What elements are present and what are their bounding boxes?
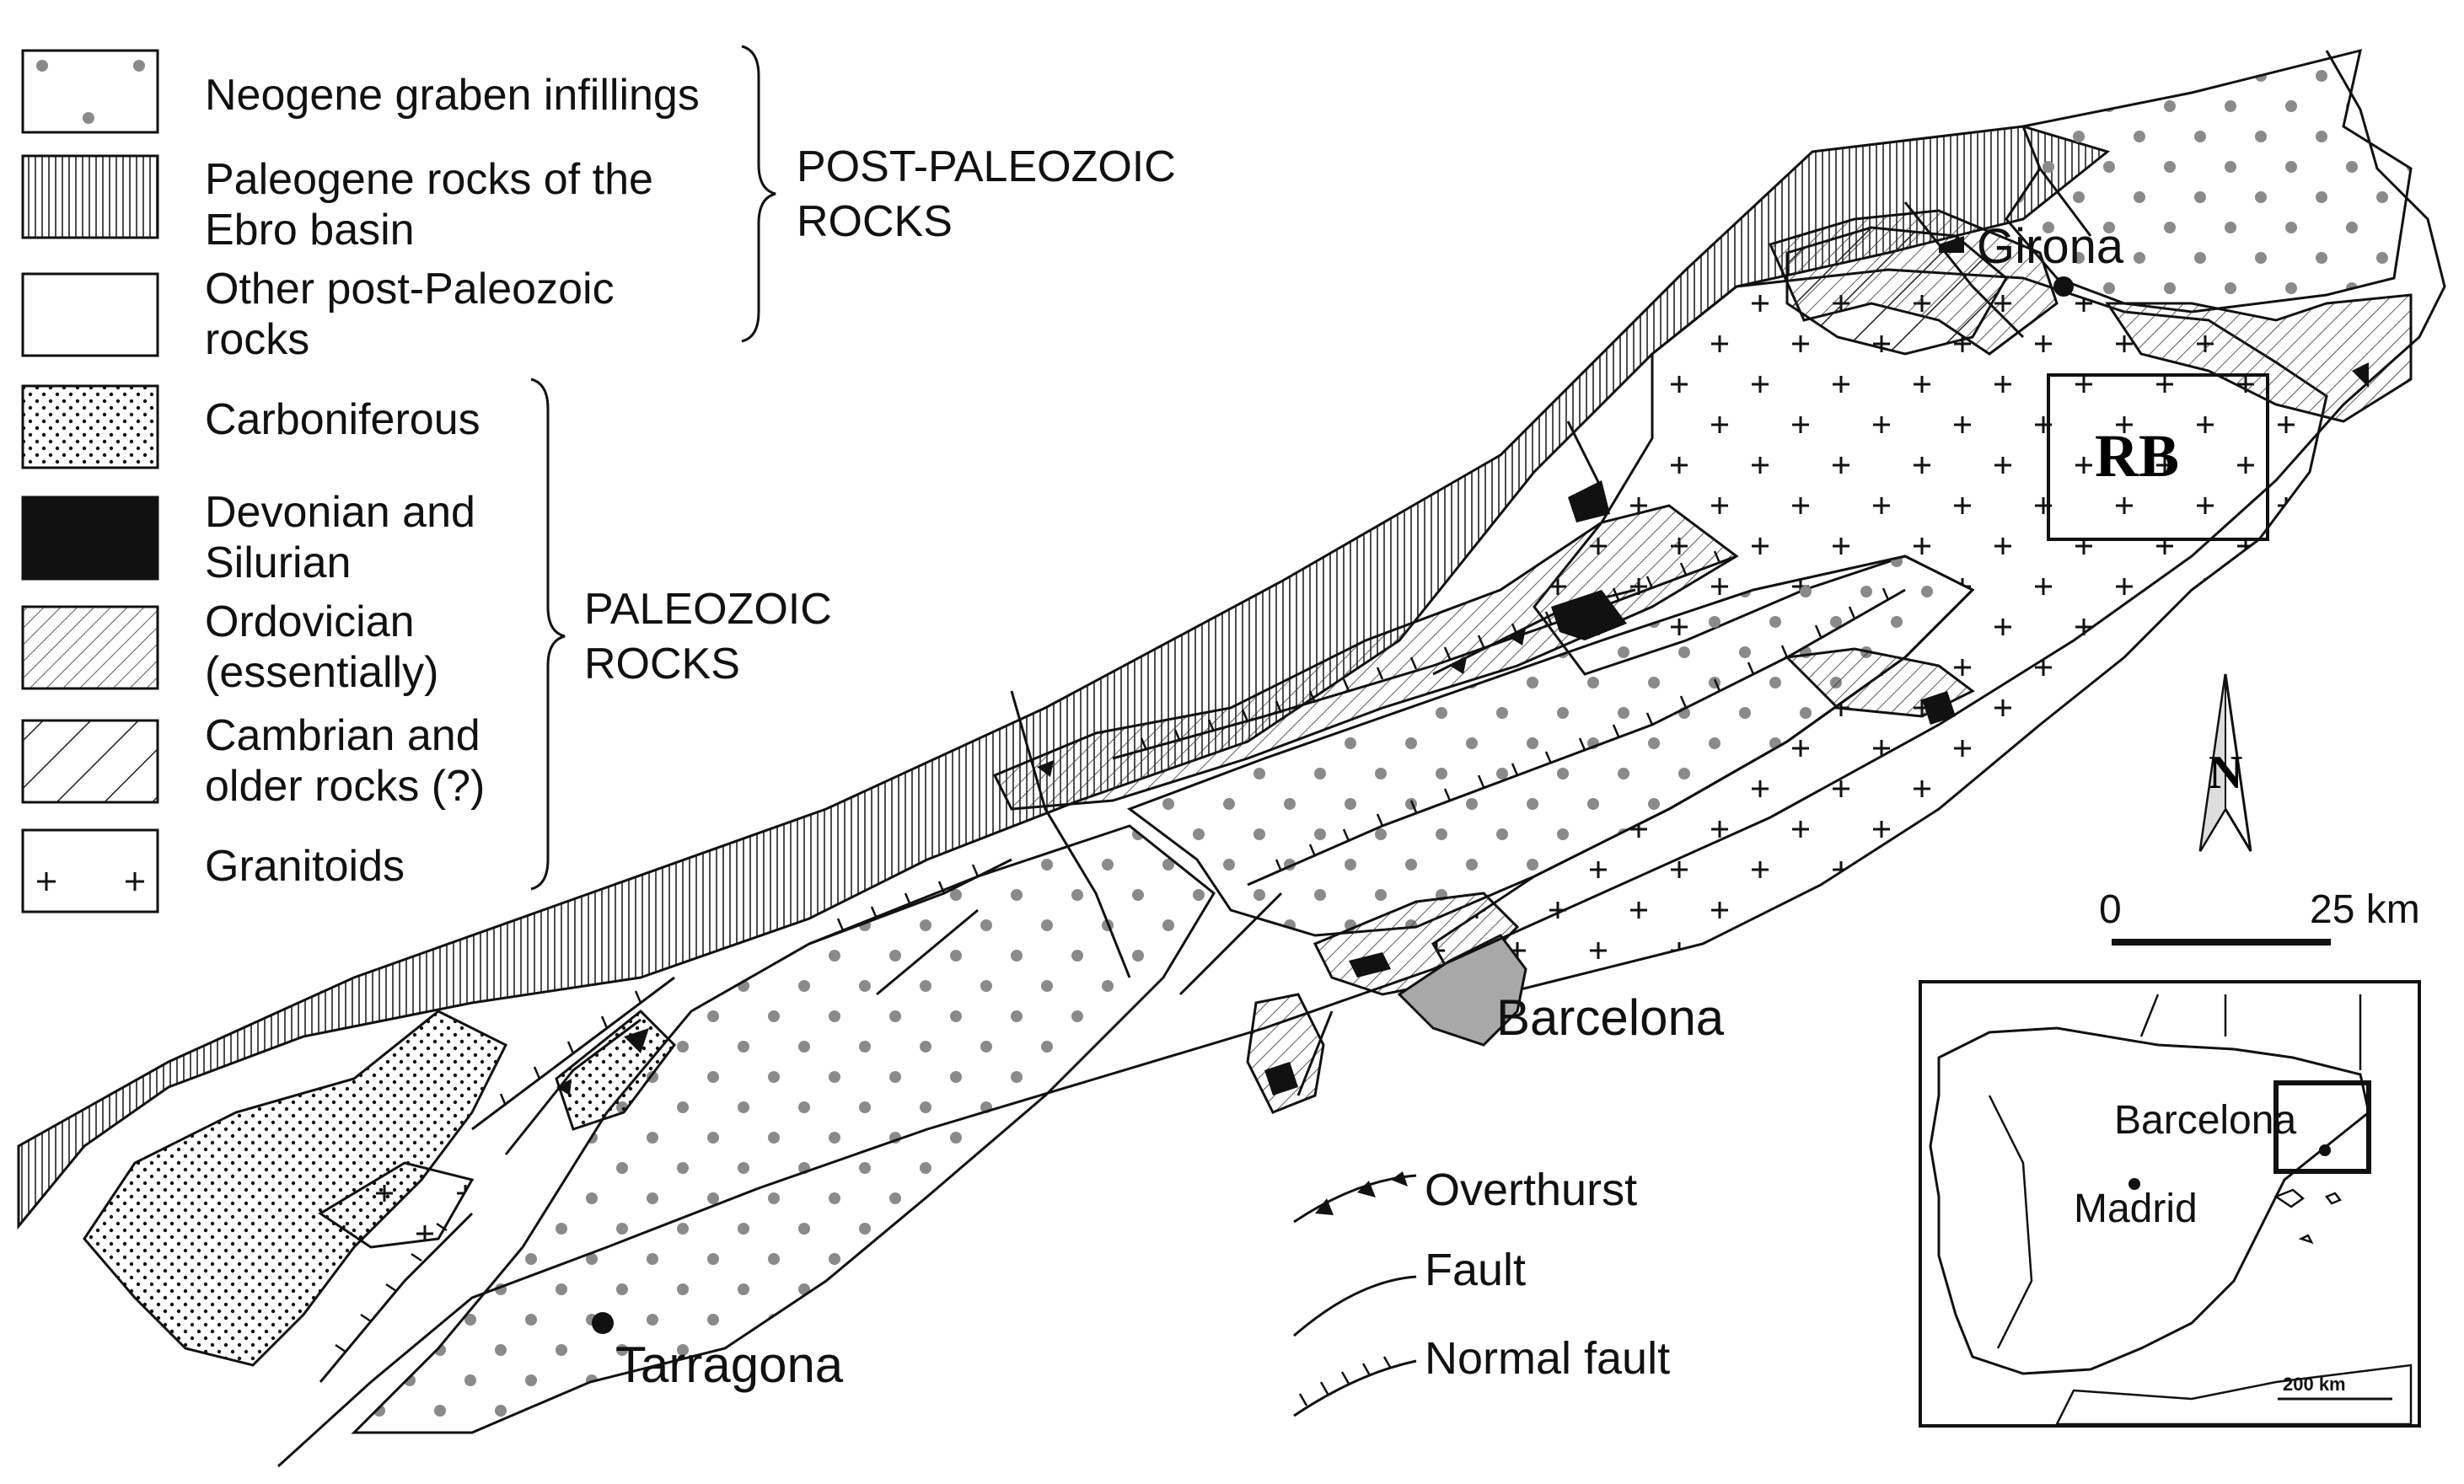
legend: Neogene graben infillings Paleogene rock… — [21, 45, 1176, 913]
inset-barcelona-label: Barcelona — [2114, 1098, 2296, 1143]
legend-granitoids: Granitoids — [205, 842, 405, 891]
legend-swatch-carboniferous — [21, 384, 159, 469]
inset-map: Barcelona Madrid 200 km — [1919, 980, 2421, 1428]
unit-neogene-penedes — [351, 824, 1216, 1434]
unit-neogene-emporda — [2005, 48, 2413, 313]
iberia-outline — [1929, 1026, 2370, 1375]
legend-overthrust: Overthurst — [1425, 1165, 1637, 1215]
scale-start: 0 — [2099, 887, 2122, 932]
legend-swatch-devonian — [21, 496, 159, 581]
legend-normal-fault: Normal fault — [1425, 1333, 1670, 1384]
tarragona-label: Tarragona — [615, 1337, 844, 1393]
legend-swatch-granitoids — [21, 828, 159, 913]
inset-scale-label: 200 km — [2283, 1374, 2346, 1395]
tarragona-dot — [592, 1312, 614, 1334]
unit-carboniferous-west — [83, 1010, 508, 1367]
faults — [504, 168, 2092, 1155]
barcelona-label: Barcelona — [1496, 989, 1725, 1046]
inset-madrid-label: Madrid — [2074, 1187, 2198, 1231]
legend-ordovician: Ordovician(essentially) — [205, 597, 438, 697]
north-label: N — [2209, 747, 2242, 799]
inset-catalonia-box — [2273, 1080, 2371, 1174]
overthrust-teeth — [556, 600, 1585, 1096]
legend-swatch-cambrian — [21, 719, 159, 804]
legend-neogene: Neogene graben infillings — [205, 71, 700, 120]
brace-paleozoic — [530, 378, 566, 891]
girona-dot — [2053, 276, 2074, 297]
brace-post-paleozoic — [741, 45, 776, 343]
rb-study-box — [2047, 373, 2269, 541]
north-arrow-icon: N — [2198, 673, 2252, 852]
girona-label: Girona — [1977, 219, 2124, 274]
coastline — [276, 50, 2446, 1468]
legend-fault: Fault — [1425, 1245, 1526, 1295]
legend-carboniferous: Carboniferous — [205, 395, 480, 444]
scale-bar: 0 25 km — [2099, 887, 2420, 946]
rb-label: RB — [2095, 422, 2179, 490]
unit-ordovician-ne — [2105, 293, 2413, 423]
legend-swatch-ordovician — [21, 605, 159, 690]
line-legend: Overthurst Fault Normal fault — [1293, 1165, 1670, 1417]
unit-granitoids-west — [318, 1161, 475, 1249]
scale-end: 25 km — [2310, 887, 2420, 932]
unit-devonian — [624, 236, 2369, 1096]
legend-swatch-paleogene — [21, 154, 159, 239]
legend-swatch-other — [21, 272, 159, 357]
